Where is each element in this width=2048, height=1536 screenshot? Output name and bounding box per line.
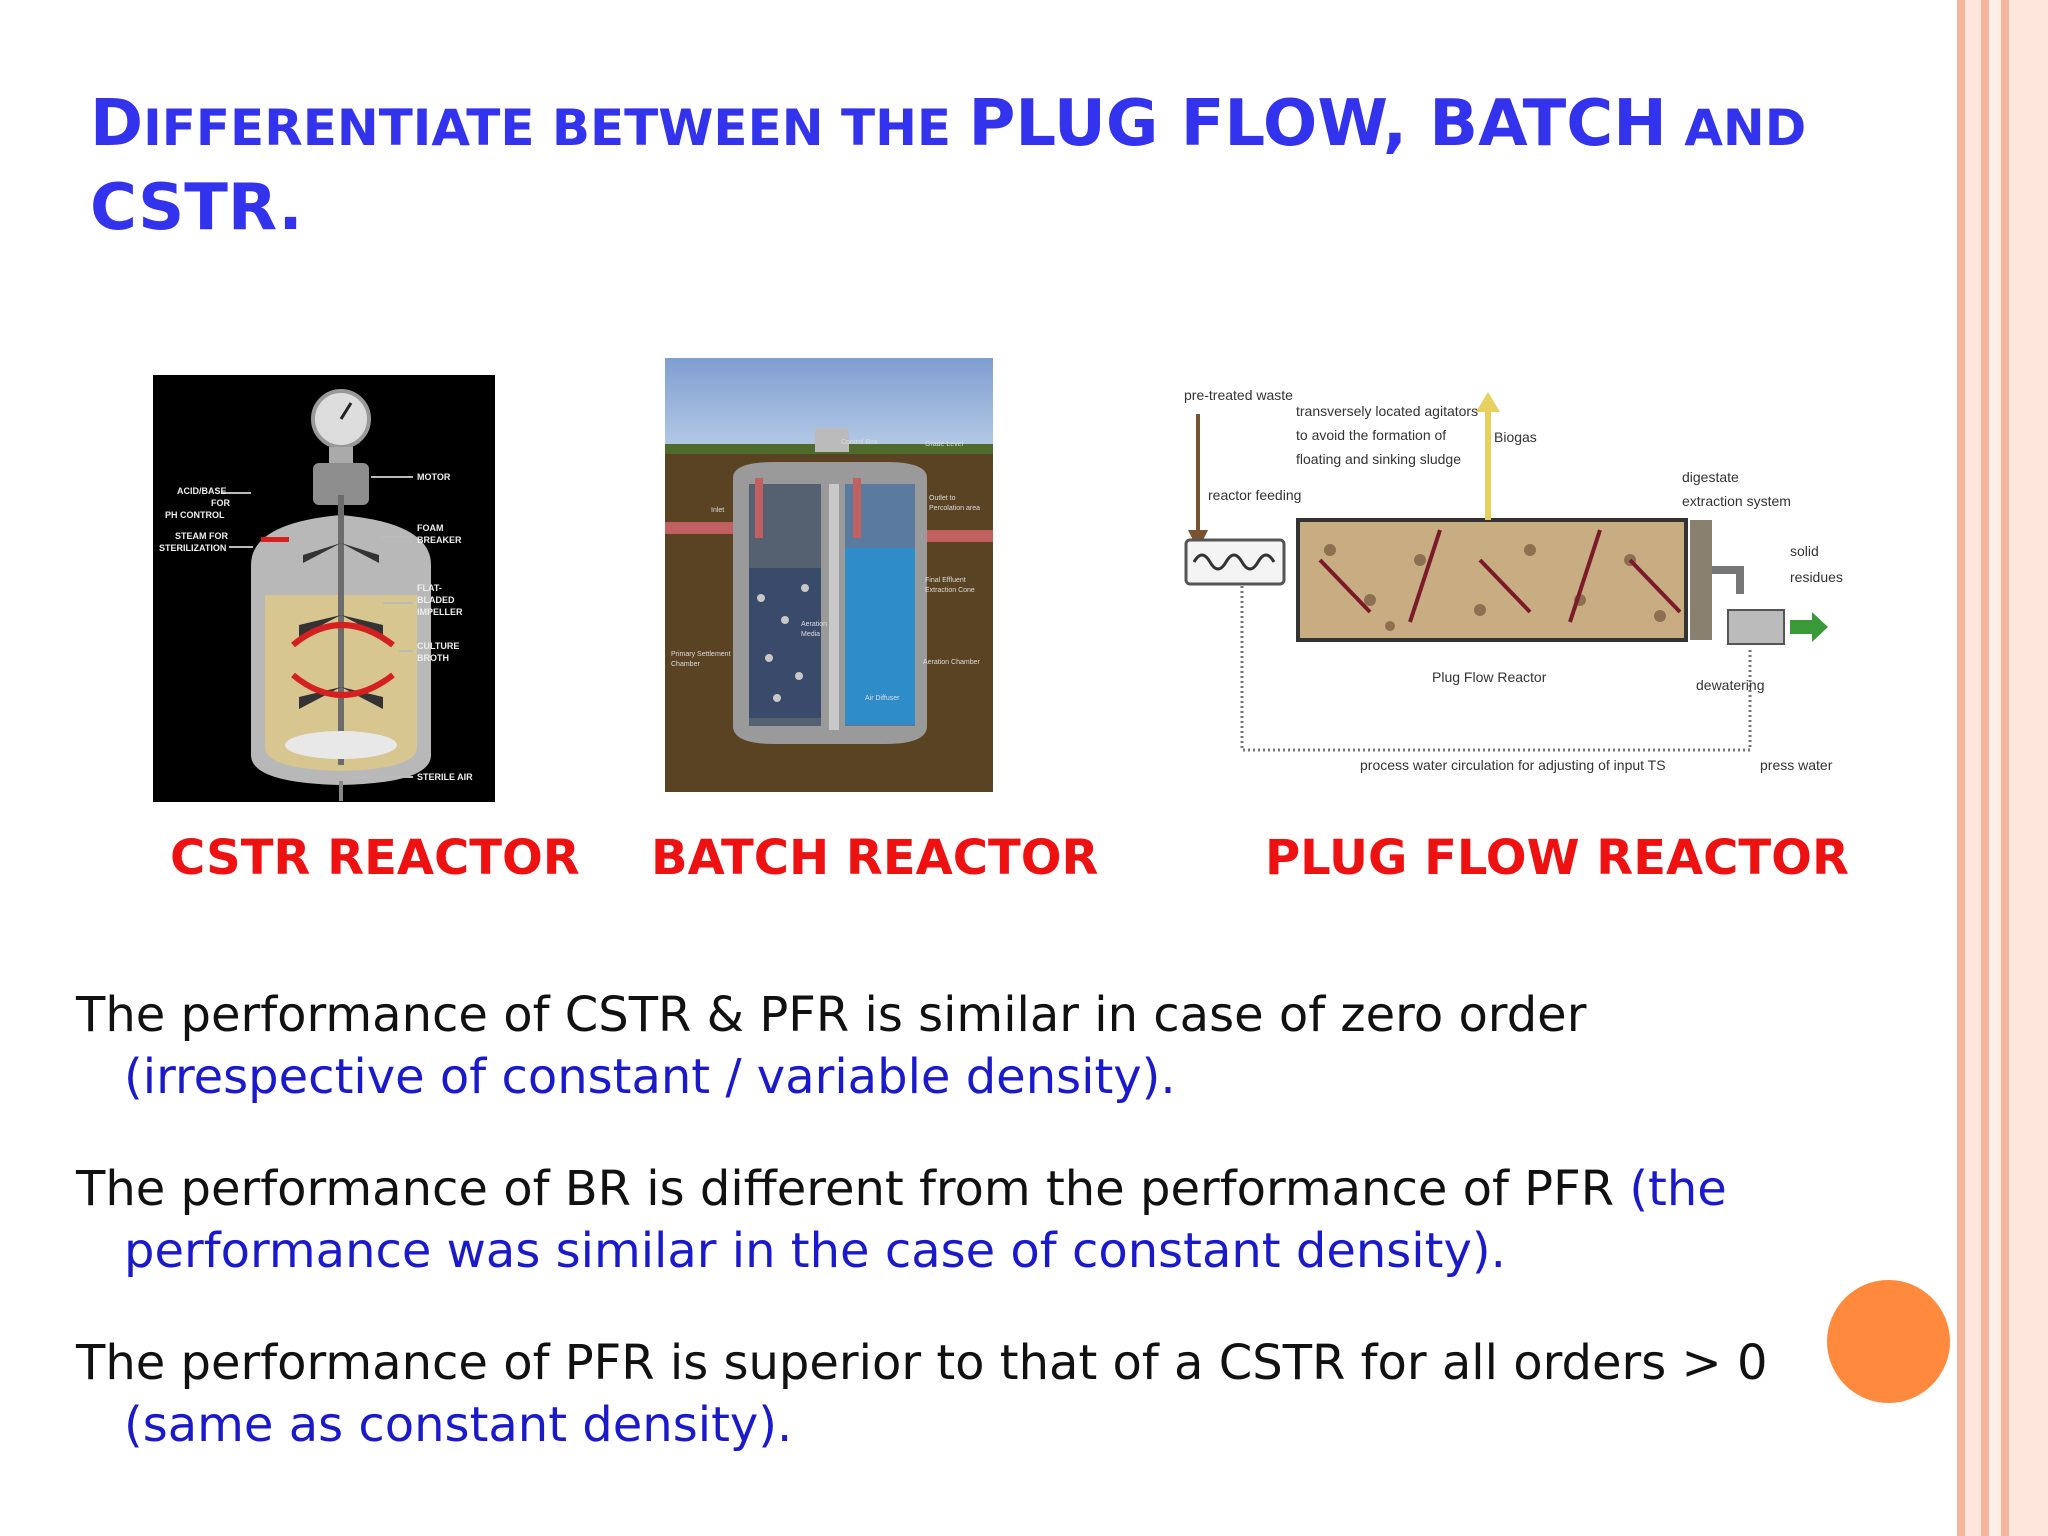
- label-agitators-2: to avoid the formation of: [1296, 427, 1446, 443]
- paragraph-3-note: (same as constant density).: [124, 1397, 793, 1453]
- label-process-water: process water circulation for adjusting …: [1360, 757, 1666, 773]
- label-outlet-1: Outlet to: [929, 495, 956, 502]
- label-foam-1: FOAM: [417, 523, 444, 533]
- label-solid-2: residues: [1790, 569, 1843, 585]
- label-plug-flow-reactor: Plug Flow Reactor: [1432, 669, 1547, 685]
- label-control-box: Control Box: [841, 439, 878, 446]
- label-digestate-2: extraction system: [1682, 493, 1791, 509]
- label-acid-1: ACID/BASE: [177, 486, 227, 496]
- label-foam-2: BREAKER: [417, 535, 462, 545]
- paragraph-1-note: (irrespective of constant / variable den…: [124, 1049, 1176, 1105]
- label-acid-2: FOR: [211, 498, 230, 508]
- title-initial: D: [90, 87, 144, 161]
- plug-flow-reactor-diagram: pre-treated waste transversely located a…: [1184, 387, 1843, 773]
- label-reactor-feeding: reactor feeding: [1208, 487, 1301, 503]
- label-dewatering: dewatering: [1696, 677, 1765, 693]
- label-air-diffuser: Air Diffuser: [865, 695, 900, 702]
- caption-pfr: PLUG FLOW REACTOR: [1265, 830, 1849, 886]
- border-stripe-5: [2001, 0, 2009, 1536]
- label-grade-level: Grade Level: [925, 441, 964, 448]
- label-flat-2: BLADED: [417, 595, 455, 605]
- batch-reactor-image: Control Box Grade Level Inlet Outlet to …: [665, 358, 993, 792]
- border-stripe-4: [1989, 0, 2001, 1536]
- label-media-1: Aeration: [801, 621, 827, 628]
- label-agitators-3: floating and sinking sludge: [1296, 451, 1461, 467]
- paragraph-2-main: The performance of BR is different from …: [76, 1161, 1630, 1217]
- paragraph-2-note-b: performance was similar in the case of c…: [124, 1223, 1506, 1279]
- title-emphasis: PLUG FLOW, BATCH: [968, 87, 1667, 161]
- caption-cstr: CSTR REACTOR: [170, 830, 580, 886]
- label-solid-1: solid: [1790, 543, 1819, 559]
- batch-reactor-diagram: Control Box Grade Level Inlet Outlet to …: [665, 358, 993, 792]
- label-biogas: Biogas: [1494, 429, 1537, 445]
- paragraph-2-note-a: (the: [1629, 1161, 1727, 1217]
- title-line2: CSTR.: [90, 171, 303, 245]
- paragraph-1: The performance of CSTR & PFR is similar…: [76, 984, 1836, 1108]
- paragraph-1-main: The performance of CSTR & PFR is similar…: [76, 987, 1587, 1043]
- label-agitators-1: transversely located agitators: [1296, 403, 1478, 419]
- label-culture-1: CULTURE: [417, 641, 459, 651]
- label-media-2: Media: [801, 631, 820, 638]
- label-final-1: Final Effluent: [925, 577, 966, 584]
- decorative-orange-circle: [1827, 1280, 1950, 1403]
- label-primary-2: Chamber: [671, 661, 700, 668]
- label-final-2: Extraction Cone: [925, 587, 975, 594]
- label-primary-1: Primary Settlement: [671, 651, 731, 658]
- cstr-reactor-image: MOTOR ACID/BASE FOR PH CONTROL STEAM FOR…: [153, 375, 495, 802]
- label-acid-3: PH CONTROL: [165, 510, 225, 520]
- border-stripe-3: [1981, 0, 1989, 1536]
- label-digestate-1: digestate: [1682, 469, 1739, 485]
- caption-batch: BATCH REACTOR: [651, 830, 1099, 886]
- slide-title: DIFFERENTIATE BETWEEN THE PLUG FLOW, BAT…: [90, 84, 1850, 248]
- label-press-water: press water: [1760, 757, 1833, 773]
- border-stripe-1: [1957, 0, 1965, 1536]
- border-stripe-6: [2009, 0, 2048, 1536]
- label-flat-3: IMPELLER: [417, 607, 463, 617]
- label-pretreated-waste: pre-treated waste: [1184, 387, 1293, 403]
- paragraph-3-main: The performance of PFR is superior to th…: [76, 1335, 1768, 1391]
- label-outlet-2: Percolation area: [929, 505, 980, 512]
- label-sterile-air: STERILE AIR: [417, 772, 473, 782]
- label-motor: MOTOR: [417, 472, 451, 482]
- label-inlet: Inlet: [711, 507, 724, 514]
- label-steam-1: STEAM FOR: [175, 531, 228, 541]
- title-smallcaps-b: AND: [1666, 99, 1807, 157]
- border-stripe-2: [1965, 0, 1981, 1536]
- paragraph-2: The performance of BR is different from …: [76, 1158, 1836, 1282]
- paragraph-3: The performance of PFR is superior to th…: [76, 1332, 1836, 1456]
- cstr-reactor-diagram: MOTOR ACID/BASE FOR PH CONTROL STEAM FOR…: [159, 389, 473, 801]
- label-flat-1: FLAT-: [417, 583, 442, 593]
- label-culture-2: BROTH: [417, 653, 449, 663]
- label-steam-2: STERILIZATION: [159, 543, 226, 553]
- label-aeration-chamber: Aeration Chamber: [923, 659, 980, 666]
- title-smallcaps-a: IFFERENTIATE BETWEEN THE: [143, 99, 969, 157]
- plug-flow-reactor-image: pre-treated waste transversely located a…: [1180, 380, 1890, 780]
